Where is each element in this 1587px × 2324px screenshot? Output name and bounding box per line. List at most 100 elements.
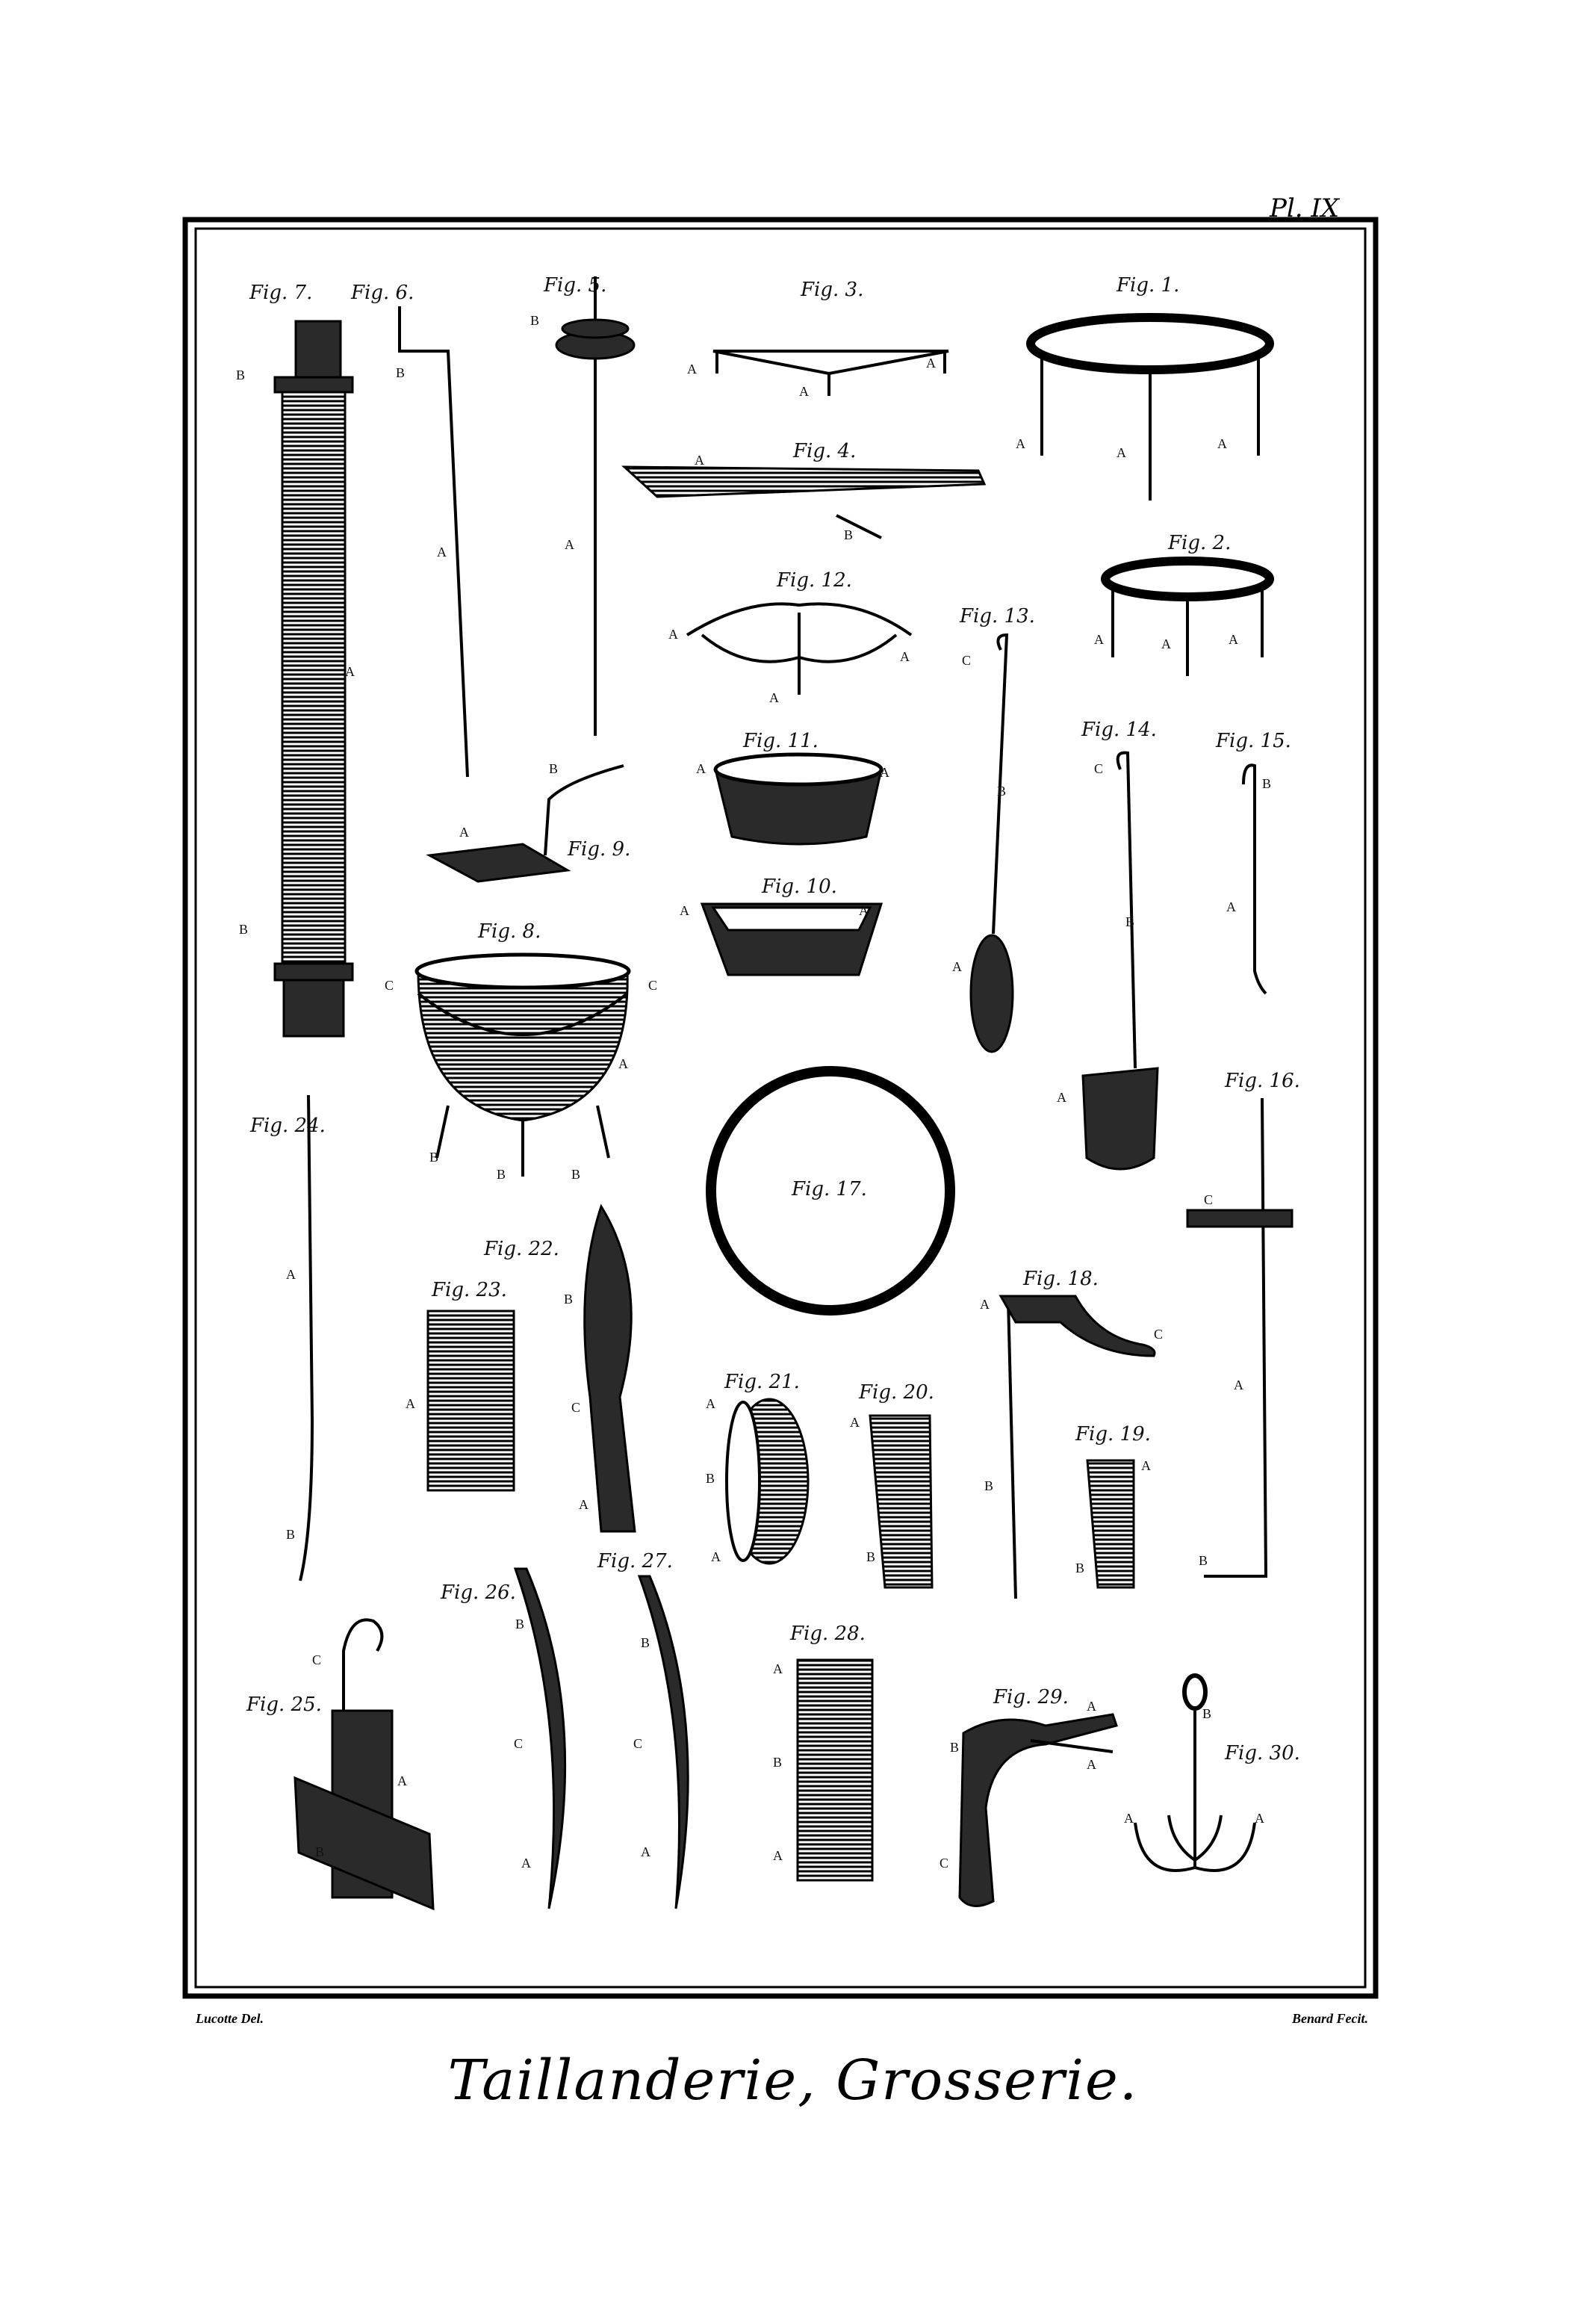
fig-5-spindle: Fig. 5. B A bbox=[530, 274, 636, 736]
svg-text:A: A bbox=[1124, 1811, 1134, 1826]
svg-text:B: B bbox=[1125, 914, 1134, 929]
svg-text:A: A bbox=[696, 761, 706, 776]
fig-5-label: Fig. 5. bbox=[543, 274, 606, 297]
svg-text:A: A bbox=[1094, 632, 1104, 647]
svg-text:C: C bbox=[962, 653, 971, 668]
fig-17-label: Fig. 17. bbox=[791, 1178, 867, 1200]
svg-text:A: A bbox=[1226, 899, 1236, 914]
fig-16-clamp-bar: Fig. 16. C A B bbox=[1186, 1070, 1300, 1578]
svg-text:B: B bbox=[641, 1635, 650, 1650]
fig-13-spoon: Fig. 13. C B A bbox=[952, 605, 1035, 1053]
plate-title: Taillanderie, Grosserie. bbox=[448, 2048, 1139, 2113]
svg-text:B: B bbox=[236, 368, 245, 382]
svg-text:A: A bbox=[437, 545, 447, 560]
svg-text:A: A bbox=[859, 903, 869, 918]
svg-text:B: B bbox=[286, 1527, 295, 1542]
svg-text:A: A bbox=[1087, 1757, 1096, 1772]
svg-text:C: C bbox=[1154, 1327, 1163, 1342]
svg-text:C: C bbox=[1094, 761, 1103, 776]
svg-text:B: B bbox=[844, 527, 853, 542]
fig-20-wedge: Fig. 20. A B bbox=[850, 1381, 934, 1589]
svg-text:A: A bbox=[1217, 436, 1227, 451]
svg-text:B: B bbox=[997, 784, 1006, 799]
svg-text:A: A bbox=[1117, 445, 1126, 460]
svg-text:A: A bbox=[706, 1396, 715, 1411]
plate-frame bbox=[182, 217, 1379, 1999]
fig-25-label: Fig. 25. bbox=[246, 1694, 322, 1716]
fig-21-label: Fig. 21. bbox=[724, 1371, 800, 1393]
fig-1-ring-stand: Fig. 1. A A A bbox=[1016, 274, 1274, 501]
svg-text:B: B bbox=[1199, 1553, 1208, 1568]
svg-text:A: A bbox=[406, 1396, 415, 1411]
fig-21-disc: Fig. 21. A B A bbox=[706, 1371, 810, 1565]
svg-text:C: C bbox=[633, 1736, 642, 1751]
svg-text:A: A bbox=[926, 356, 936, 371]
fig-12-trivet: Fig. 12. A A A bbox=[668, 569, 913, 705]
fig-28-label: Fig. 28. bbox=[789, 1623, 866, 1645]
fig-23-block: Fig. 23. A bbox=[406, 1279, 515, 1492]
fig-9-label: Fig. 9. bbox=[567, 838, 630, 861]
svg-text:B: B bbox=[515, 1617, 524, 1632]
fig-7-column: Fig. 7. B A B bbox=[236, 282, 355, 1038]
svg-text:B: B bbox=[1202, 1706, 1211, 1721]
svg-text:A: A bbox=[1016, 436, 1025, 451]
fig-18-label: Fig. 18. bbox=[1022, 1268, 1099, 1290]
svg-text:B: B bbox=[1075, 1561, 1084, 1575]
fig-4-tray: Fig. 4. A B bbox=[621, 440, 987, 542]
fig-28-block: Fig. 28. A B A bbox=[773, 1623, 874, 1882]
svg-text:A: A bbox=[773, 1848, 783, 1863]
svg-text:A: A bbox=[880, 765, 889, 780]
svg-text:B: B bbox=[1262, 776, 1271, 791]
fig-15-label: Fig. 15. bbox=[1215, 730, 1291, 752]
svg-text:B: B bbox=[866, 1549, 875, 1564]
fig-27-label: Fig. 27. bbox=[597, 1550, 673, 1572]
fig-30-grapnel: Fig. 30. B A A bbox=[1124, 1673, 1300, 1872]
svg-text:C: C bbox=[571, 1400, 580, 1415]
svg-text:A: A bbox=[618, 1056, 628, 1071]
svg-text:B: B bbox=[530, 313, 539, 328]
svg-text:A: A bbox=[1234, 1378, 1243, 1392]
svg-text:A: A bbox=[459, 825, 469, 840]
fig-10-label: Fig. 10. bbox=[761, 876, 837, 898]
fig-11-bowl: Fig. 11. A A bbox=[696, 730, 889, 846]
fig-20-label: Fig. 20. bbox=[858, 1381, 934, 1404]
svg-text:C: C bbox=[312, 1652, 321, 1667]
svg-text:A: A bbox=[687, 362, 697, 377]
svg-text:B: B bbox=[564, 1292, 573, 1307]
svg-text:B: B bbox=[315, 1844, 324, 1859]
svg-text:A: A bbox=[521, 1856, 531, 1871]
fig-18-hook: Fig. 18. A C B bbox=[980, 1268, 1163, 1599]
fig-22-label: Fig. 22. bbox=[483, 1238, 559, 1260]
svg-text:B: B bbox=[950, 1740, 959, 1755]
svg-text:A: A bbox=[695, 453, 704, 468]
svg-text:C: C bbox=[940, 1856, 948, 1871]
fig-14-ladle: Fig. 14. C B A bbox=[1057, 719, 1159, 1171]
fig-12-label: Fig. 12. bbox=[776, 569, 852, 592]
fig-29-label: Fig. 29. bbox=[993, 1686, 1069, 1708]
svg-text:A: A bbox=[680, 903, 689, 918]
svg-text:A: A bbox=[799, 384, 809, 399]
svg-text:A: A bbox=[1161, 636, 1171, 651]
fig-3-label: Fig. 3. bbox=[800, 279, 863, 301]
svg-text:B: B bbox=[429, 1150, 438, 1165]
svg-text:A: A bbox=[1141, 1458, 1151, 1473]
fig-8-label: Fig. 8. bbox=[477, 920, 541, 943]
fig-10-square-pan: Fig. 10. A A bbox=[680, 876, 883, 976]
svg-text:A: A bbox=[1057, 1090, 1066, 1105]
fig-11-label: Fig. 11. bbox=[742, 730, 819, 752]
fig-29-pick: Fig. 29. A B A C bbox=[940, 1686, 1118, 1907]
svg-text:B: B bbox=[706, 1471, 715, 1486]
svg-text:A: A bbox=[565, 537, 574, 552]
engraver-credit: Benard Fecit. bbox=[1291, 2011, 1368, 2026]
svg-text:A: A bbox=[397, 1773, 407, 1788]
fig-4-label: Fig. 4. bbox=[792, 440, 856, 462]
fig-1-label: Fig. 1. bbox=[1116, 274, 1179, 297]
fig-26-curved-blade: Fig. 26. B C A bbox=[440, 1567, 567, 1909]
fig-22-blade: Fig. 22. B C A bbox=[483, 1203, 636, 1533]
svg-text:A: A bbox=[668, 627, 678, 642]
fig-2-label: Fig. 2. bbox=[1167, 532, 1231, 554]
svg-text:A: A bbox=[1087, 1699, 1096, 1714]
svg-text:C: C bbox=[514, 1736, 523, 1751]
fig-17-ring: Fig. 17. bbox=[706, 1066, 955, 1316]
